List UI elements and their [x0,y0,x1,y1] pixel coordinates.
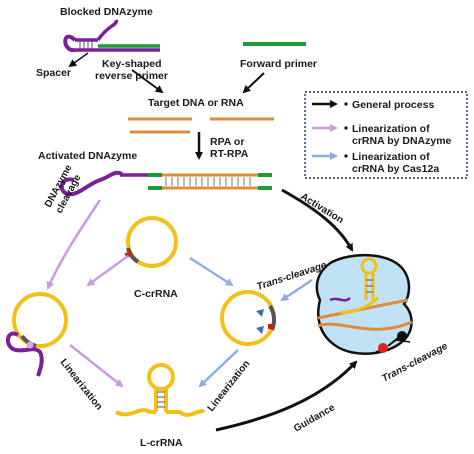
label-activated-dnazyme: Activated DNAzyme [38,150,137,162]
arrow-linearization-left [69,344,124,388]
legend [304,91,468,179]
arrow-forward-to-target [242,72,265,94]
label-key-primer-2: reverse primer [95,70,168,82]
c-crrna-circle [124,216,178,268]
arrow-c-to-left [86,254,129,287]
arrow-trans-cleavage [280,278,313,302]
arrow-activation [281,188,354,252]
right-crrna-cas12a [220,290,276,346]
label-rpa-1: RPA or [210,136,244,148]
blocked-dnazyme-icon [63,19,160,52]
arrow-c-to-right [189,256,234,287]
label-forward-primer: Forward primer [240,58,317,70]
legend-item-dnazyme-2: crRNA by DNAzyme [352,135,452,147]
label-guidance: Guidance [292,402,337,435]
legend-item-general: General process [352,99,434,111]
label-key-primer-1: Key-shaped [102,58,162,70]
left-crrna-dnazyme [6,292,68,377]
label-target: Target DNA or RNA [148,97,244,109]
label-l-crrna: L-crRNA [140,437,183,449]
l-crrna-hairpin [115,363,206,417]
spacer-pointer [68,52,89,68]
legend-item-cas12a-2: crRNA by Cas12a [352,163,439,175]
label-blocked-dnazyme: Blocked DNAzyme [60,6,153,18]
label-c-crrna: C-crRNA [134,288,178,300]
label-linearization-right: Linearization [206,358,253,413]
amplicon-duplex [148,173,272,190]
legend-item-cas12a-1: Linearization of [352,151,430,163]
reporter-probe [375,331,411,353]
legend-item-dnazyme-1: Linearization of [352,123,430,135]
label-activation: Activation [298,191,345,226]
label-rpa-2: RT-RPA [210,148,249,160]
arrow-linearization-right [198,349,239,388]
arrow-guidance [215,360,358,432]
cas12a-complex [315,253,413,355]
label-spacer: Spacer [36,67,71,79]
arrow-dnazyme-cleavage [46,199,102,290]
arrow-primer-to-target [131,69,164,94]
activated-dnazyme-icon [59,170,148,197]
